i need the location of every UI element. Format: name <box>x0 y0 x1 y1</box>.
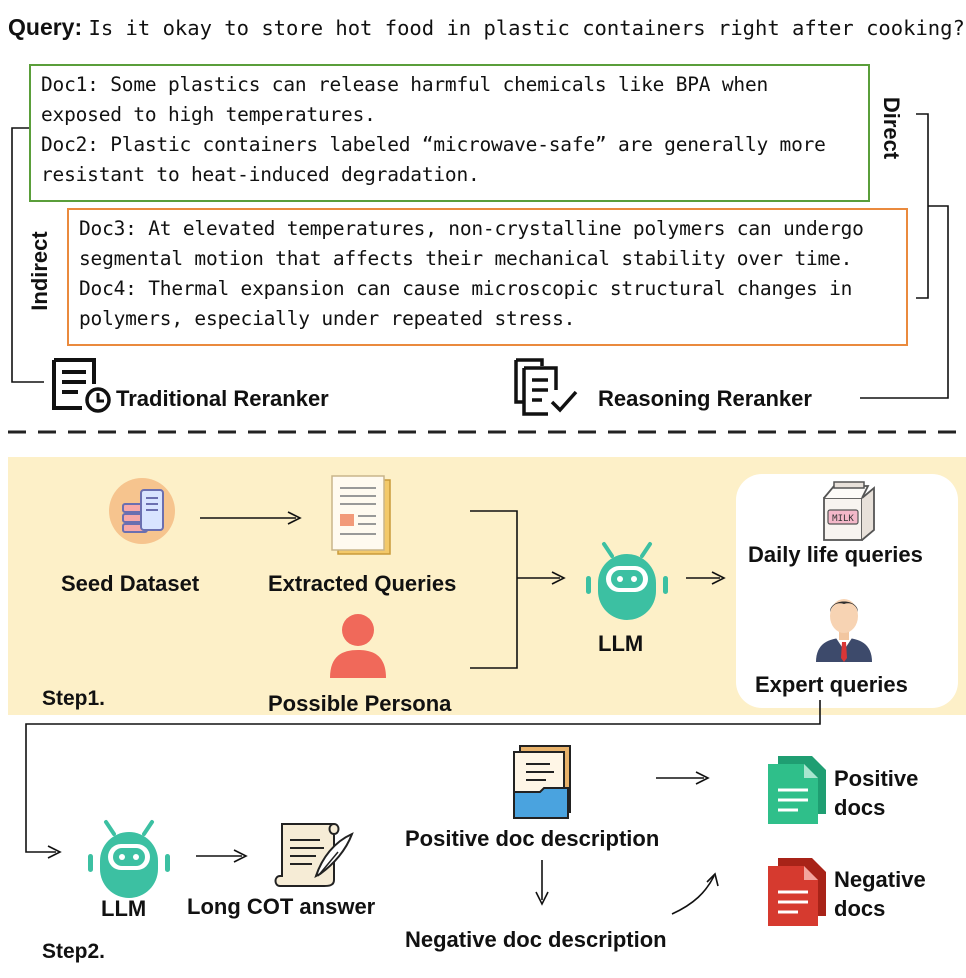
document-clock-icon <box>52 358 111 413</box>
query-text: Is it okay to store hot food in plastic … <box>88 16 965 40</box>
doc-line: resistant to heat-induced degradation. <box>41 163 480 186</box>
step2-title: Step2. <box>42 940 106 963</box>
scroll-quill-icon <box>274 823 354 887</box>
database-server-icon <box>109 478 175 544</box>
llm-label: LLM <box>598 631 644 656</box>
positive-docs-label-line1: Positive <box>834 766 919 791</box>
negative-docs-label-line2: docs <box>834 896 886 921</box>
expert-queries-label: Expert queries <box>755 672 908 697</box>
traditional-reranker-label: Traditional Reranker <box>116 386 329 411</box>
red-document-icon <box>768 858 826 926</box>
robot-icon <box>586 542 668 620</box>
doc-line: Doc4: Thermal expansion can cause micros… <box>79 277 853 300</box>
document-check-icon <box>514 358 578 416</box>
possible-persona-label: Possible Persona <box>268 691 452 716</box>
step1-title: Step1. <box>42 687 106 710</box>
green-document-icon <box>768 756 826 824</box>
robot-icon <box>88 820 170 898</box>
businessman-icon <box>816 599 872 662</box>
connector-lines <box>8 113 958 434</box>
document-stack-icon <box>331 475 391 555</box>
positive-doc-description-label: Positive doc description <box>405 826 660 851</box>
negative-doc-description-label: Negative doc description <box>405 927 667 952</box>
long-cot-answer-label: Long COT answer <box>187 894 376 919</box>
doc-line: Doc2: Plastic containers labeled “microw… <box>41 133 826 156</box>
doc-line: exposed to high temperatures. <box>41 103 376 126</box>
doc-line: Doc3: At elevated temperatures, non-crys… <box>79 217 864 240</box>
negative-docs-label-line1: Negative <box>834 867 926 892</box>
doc-line: Doc1: Some plastics can release harmful … <box>41 73 769 96</box>
milk-carton-text: MILK <box>832 514 854 524</box>
daily-life-queries-label: Daily life queries <box>748 542 923 567</box>
llm-label: LLM <box>101 896 147 921</box>
indirect-docs-box: Doc3: At elevated temperatures, non-crys… <box>67 208 908 346</box>
query-line: Query: Is it okay to store hot food in p… <box>8 14 965 41</box>
seed-dataset-label: Seed Dataset <box>61 571 200 596</box>
doc-line: segmental motion that affects their mech… <box>79 247 853 270</box>
reasoning-reranker-label: Reasoning Reranker <box>598 386 812 411</box>
doc-line: polymers, especially under repeated stre… <box>79 307 576 330</box>
direct-docs-box: Doc1: Some plastics can release harmful … <box>29 64 870 202</box>
extracted-queries-label: Extracted Queries <box>268 571 457 596</box>
folder-document-icon <box>513 745 571 819</box>
milk-carton-icon: MILK <box>823 481 875 541</box>
person-icon <box>330 614 386 678</box>
query-label: Query: <box>8 14 83 40</box>
positive-docs-label-line2: docs <box>834 795 886 820</box>
